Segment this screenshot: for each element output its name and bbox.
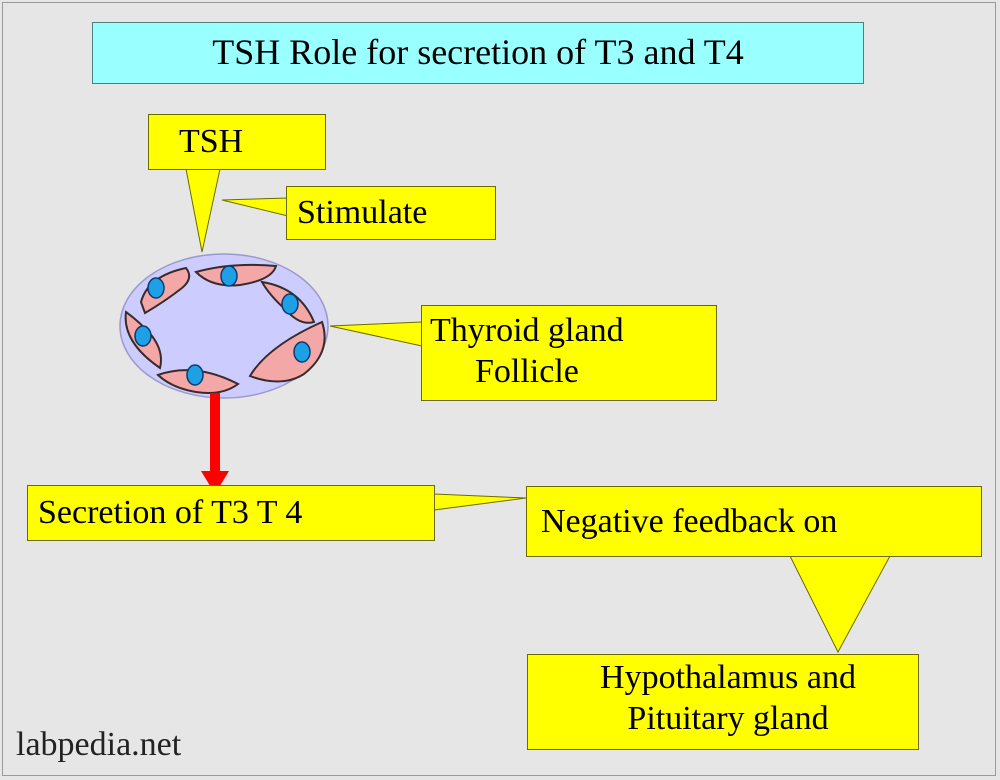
negative-callout-tail [789, 555, 891, 654]
thyroid-label-line1: Thyroid gland [430, 312, 624, 349]
thyroid-callout-tail [329, 321, 423, 347]
title-text: TSH Role for secretion of T3 and T4 [212, 32, 744, 73]
negative-feedback-label: Negative feedback on [541, 503, 838, 540]
watermark: labpedia.net [16, 726, 182, 763]
target-callout: Hypothalamus and Pituitary gland [527, 654, 919, 750]
target-label-line2: Pituitary gland [627, 700, 829, 738]
cell-nucleus [186, 364, 204, 386]
secretion-callout: Secretion of T3 T 4 [27, 485, 435, 541]
secretion-label: Secretion of T3 T 4 [38, 494, 303, 531]
tsh-callout: TSH [148, 114, 326, 170]
secretion-callout-tail [433, 493, 527, 511]
cell-nucleus [281, 293, 299, 315]
stimulate-callout-tail [221, 197, 289, 217]
thyroid-label-line2: Follicle [475, 353, 579, 391]
cell-nucleus [220, 265, 238, 287]
tsh-label: TSH [179, 123, 244, 160]
diagram-title: TSH Role for secretion of T3 and T4 [92, 22, 864, 84]
cell-nucleus [293, 341, 311, 363]
follicle-cell [248, 320, 326, 383]
target-label-line1: Hypothalamus and [600, 659, 856, 696]
cell-nucleus [134, 325, 152, 347]
stimulate-label: Stimulate [297, 194, 428, 231]
thyroid-follicle [119, 253, 329, 399]
thyroid-callout: Thyroid gland Follicle [421, 305, 717, 401]
cell-nucleus [147, 277, 165, 299]
tsh-callout-tail [185, 168, 221, 253]
stimulate-callout: Stimulate [286, 186, 496, 240]
negative-feedback-callout: Negative feedback on [526, 486, 982, 557]
secretion-arrow [201, 393, 229, 494]
